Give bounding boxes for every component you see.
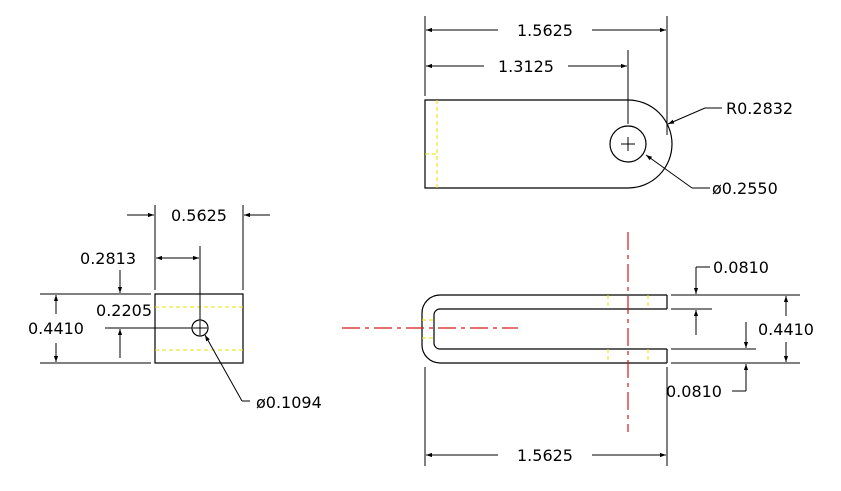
- dim-hole-y-offset: 0.2205: [96, 301, 152, 320]
- dim-hole-diameter: ø0.2550: [712, 179, 778, 198]
- dim-top-overall-length: 1.5625: [517, 21, 573, 40]
- dim-top-gap: 0.0810: [713, 258, 769, 277]
- dim-hole-center-offset: 1.3125: [498, 57, 554, 76]
- dim-small-hole-diameter: ø0.1094: [256, 393, 322, 412]
- dim-front-height: 0.4410: [758, 320, 814, 339]
- top-view-outline: [424, 99, 673, 189]
- dim-side-height: 0.4410: [28, 319, 84, 338]
- dim-front-overall-length: 1.5625: [517, 446, 573, 465]
- top-view-hole: [609, 125, 647, 163]
- front-view: 0.0810 0.0810 0.4410 1.5625: [342, 232, 814, 466]
- front-view-inner-outline: [433, 308, 667, 350]
- dim-end-radius: R0.2832: [726, 99, 793, 118]
- leader-line: [204, 334, 243, 402]
- leader-line: [667, 107, 706, 125]
- dim-bottom-gap: 0.0810: [666, 382, 722, 401]
- dim-side-width: 0.5625: [171, 206, 227, 225]
- dim-hole-x-offset: 0.2813: [80, 249, 136, 268]
- side-view: 0.5625 0.2813 0.2205 0.4410 ø0.1094: [28, 205, 322, 412]
- leader-line: [645, 154, 693, 189]
- front-view-outline: [421, 294, 667, 364]
- top-view: 1.5625 1.3125 R0.2832 ø0.2550: [424, 16, 793, 198]
